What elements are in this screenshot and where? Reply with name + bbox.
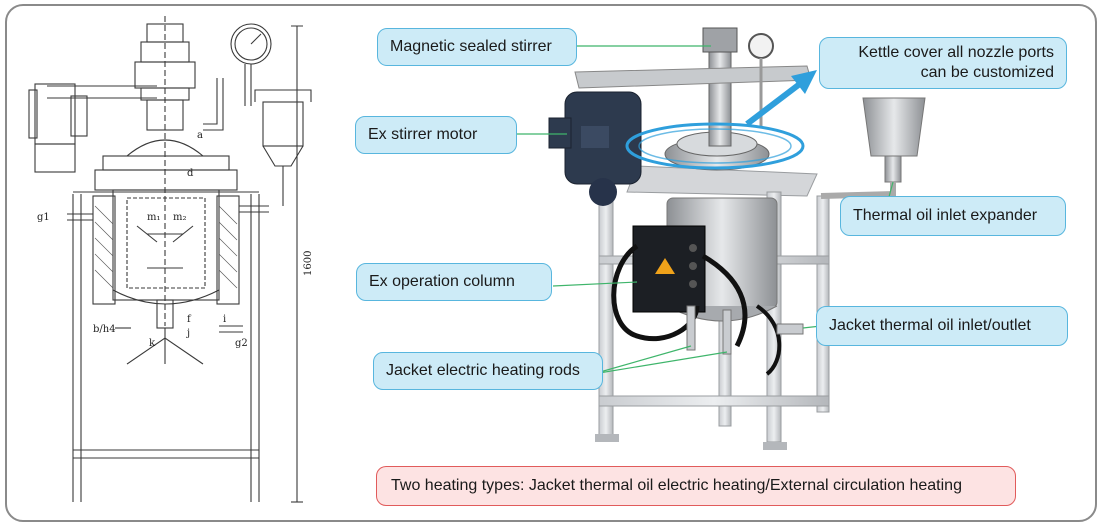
- callout-label: Ex stirrer motor: [368, 126, 478, 143]
- label-i: i: [223, 314, 226, 325]
- heating-types-note: Two heating types: Jacket thermal oil el…: [376, 466, 1016, 506]
- callout-jacket-thermal-oil-inlet-outlet: Jacket thermal oil inlet/outlet: [816, 306, 1068, 346]
- dimension-label: 1600: [303, 251, 314, 276]
- reactor-photo: [515, 27, 926, 450]
- callout-ex-operation-column: Ex operation column: [356, 263, 552, 301]
- label-m2: m₂: [173, 212, 187, 223]
- callout-thermal-oil-inlet-expander: Thermal oil inlet expander: [840, 196, 1066, 236]
- callout-label-line1: Kettle cover all nozzle ports: [858, 44, 1054, 61]
- label-h4: b/h4: [93, 324, 116, 335]
- callout-label: Magnetic sealed stirrer: [390, 38, 552, 55]
- callout-kettle-cover: Kettle cover all nozzle ports can be cus…: [819, 37, 1067, 89]
- label-m1: m₁: [147, 212, 161, 223]
- label-k: k: [149, 338, 156, 349]
- figure-frame: a d m₁ m₂ f k j i g2 g1 b/h4 1600: [5, 4, 1097, 522]
- heating-types-text: Two heating types: Jacket thermal oil el…: [391, 477, 962, 494]
- technical-drawing: a d m₁ m₂ f k j i g2 g1 b/h4 1600: [28, 16, 314, 503]
- callout-magnetic-sealed-stirrer: Magnetic sealed stirrer: [377, 28, 577, 66]
- callout-label-line2: can be customized: [920, 64, 1054, 81]
- callout-label: Jacket thermal oil inlet/outlet: [829, 317, 1031, 334]
- label-f: f: [187, 314, 192, 325]
- label-d: d: [187, 168, 194, 179]
- label-g2: g2: [235, 338, 248, 349]
- callout-label: Ex operation column: [369, 273, 515, 290]
- label-a: a: [197, 130, 203, 141]
- label-g1: g1: [37, 212, 50, 223]
- callout-ex-stirrer-motor: Ex stirrer motor: [355, 116, 517, 154]
- callout-label: Jacket electric heating rods: [386, 362, 580, 379]
- callout-label: Thermal oil inlet expander: [853, 207, 1038, 224]
- label-j: j: [186, 328, 190, 339]
- callout-jacket-electric-heating-rods: Jacket electric heating rods: [373, 352, 603, 390]
